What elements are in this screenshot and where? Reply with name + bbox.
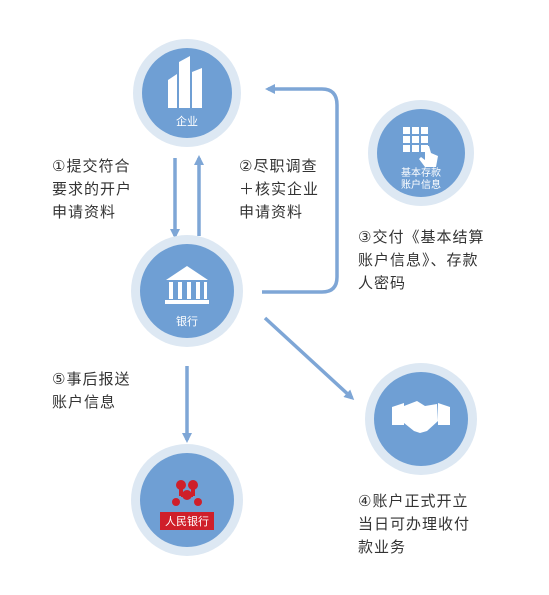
bank-node: 银行 [131,235,243,347]
touch-keypad-icon [403,127,438,167]
building-icon [168,56,202,108]
handshake-icon [392,401,450,433]
pbc-node: 人民银行 [131,444,243,556]
business-node [365,363,477,475]
step-2-text: ②尽职调查 ＋核实企业 申请资料 [239,155,319,224]
step-4-line-1: ④账户正式开立 [358,492,469,510]
step-4-line-3: 款业务 [358,538,407,556]
company-label: 企业 [176,114,198,128]
step-2-line-2: ＋核实企业 [239,180,320,198]
step-4-line-2: 当日可办理收付 [358,515,471,533]
step-3-line-1: ③交付《基本结算 [358,228,485,246]
step-5-line-1: ⑤事后报送 [52,370,131,388]
step-3-line-3: 人密码 [358,274,407,292]
arrow-bank-to-business [263,316,355,401]
step-2-line-1: ②尽职调查 [239,157,318,175]
step-3-line-2: 账户信息》、存款 [358,251,479,269]
pbc-label-box [160,512,214,530]
step-2-line-3: 申请资料 [239,203,304,221]
step-5-text: ⑤事后报送 账户信息 [52,368,130,414]
arrow-bank-to-company-return [262,84,339,294]
step-1-line-1: ①提交符合 [52,157,131,175]
step-4-text: ④账户正式开立 当日可办理收付 款业务 [358,490,470,559]
account-info-label-line1: 基本存款 [401,166,441,179]
bank-icon [165,266,209,304]
bank-label: 银行 [176,314,198,328]
step-1-line-2: 要求的开户 [52,180,133,198]
step-1-text: ①提交符合 要求的开户 申请资料 [52,155,132,224]
step-1-line-3: 申请资料 [52,203,117,221]
account-info-node: 基本存款 账户信息 [368,100,474,206]
step-5-line-2: 账户信息 [52,393,117,411]
pbc-label: 人民银行 [165,514,209,528]
account-info-label-line2: 账户信息 [401,178,441,191]
company-node: 企业 [133,39,241,147]
flow-arrows [170,84,355,443]
pbc-logo-icon [172,480,202,506]
step-3-text: ③交付《基本结算 账户信息》、存款 人密码 [358,226,484,295]
